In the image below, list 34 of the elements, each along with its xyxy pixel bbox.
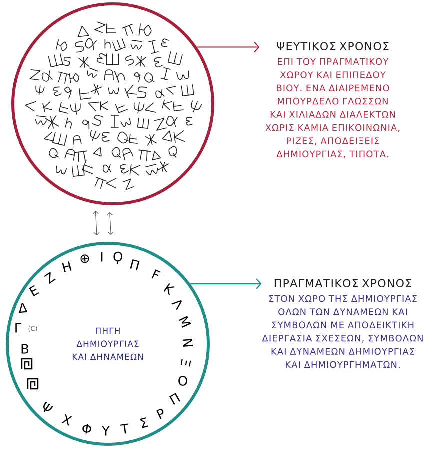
double-arrow <box>92 210 100 236</box>
letter: Β <box>22 344 29 354</box>
letter: Ϙ <box>114 252 123 264</box>
heading: ΨΕΥΤΙΚΟΣ ΧΡΟΝΟΣ <box>277 42 389 51</box>
letter: Λ <box>172 300 182 310</box>
letter: Δ <box>19 303 28 314</box>
letter: Ι <box>101 252 103 262</box>
letter: Ϝ <box>152 270 161 279</box>
circle <box>12 2 214 206</box>
letter: Μ <box>178 316 192 328</box>
arrow <box>197 42 260 53</box>
letter: Ο <box>178 376 188 386</box>
letter: Γ <box>16 323 22 333</box>
letter: Φ <box>82 424 92 434</box>
paragraph: ΣΤΟΝ ΧΩΡΟ ΤΗΣ ΔΗΜΙΟΥΡΓΙΑΣ ΟΛΩΝ ΤΩΝ ΔΥΝΑΜΕΩΝ ΚΑΙ ΣΥΜΒΟΛΩΝ ΜΕ ΑΠΟΔΕΙΚΤΙΚΗ ΔΙΕΡΓΑΣΙΑ ΣΧΕΣΕΩΝ, ΣΥΜΒΟΛΩΝ ΚΑΙ ΔΥΝΑΜΕΩΝ ΔΗΜΙΟΥΡΓΙΑΣ ΚΑΙ ΔΗΜΙΟΥΡΓΗΜΑΤΩΝ. <box>262 295 423 368</box>
letter: Ν <box>182 339 194 347</box>
letter: Ψ <box>44 402 54 412</box>
paragraph: ΕΠΙ ΤΟΥ ΠΡΑΓΜΑΤΙΚΟΥ ΧΩΡΟΥ ΚΑΙ ΕΠΙΠΕΔΟΥ ΒΙΟΥ. ΕΝΑ ΔΙΑΙΡΕΜΕΝΟ ΜΠΟΥΡΔΕΛΟ ΓΛΩΣΣΩΝ ΚΑΙ ΧΙΛΙΑΔΩΝ ΔΙΑΛΕΚΤΩΝ ΧΩΡΙΣ ΚΑΜΙΑ ΕΠΙΚΟΙΝΩΝΙΑ, ΡΙΖΕΣ, ΑΠΟΔΕΙΞΕΙΣ ΔΗΜΙΟΥΡΓΙΑΣ, ΤΙΠΟΤΑ. <box>266 58 400 159</box>
letter: Σ <box>140 418 148 428</box>
letter: Κ <box>164 283 176 296</box>
letter: Ζ <box>44 272 56 284</box>
letter: Π <box>170 393 180 405</box>
heading: ΠΡΑΓΜΑΤΙΚΟΣ ΧΡΟΝΟΣ <box>274 279 412 288</box>
letter: Η <box>62 262 72 273</box>
letter: Ξ <box>180 359 192 367</box>
letter: ⊕ <box>80 254 90 264</box>
arrow <box>190 278 262 290</box>
letter: Χ <box>62 414 72 426</box>
letter: Ρ <box>156 409 164 420</box>
letter: Τ <box>120 424 128 434</box>
letter: Ε <box>29 285 40 297</box>
double-arrow <box>106 212 114 236</box>
letter: Π <box>130 260 140 270</box>
letter: Υ <box>102 426 110 436</box>
